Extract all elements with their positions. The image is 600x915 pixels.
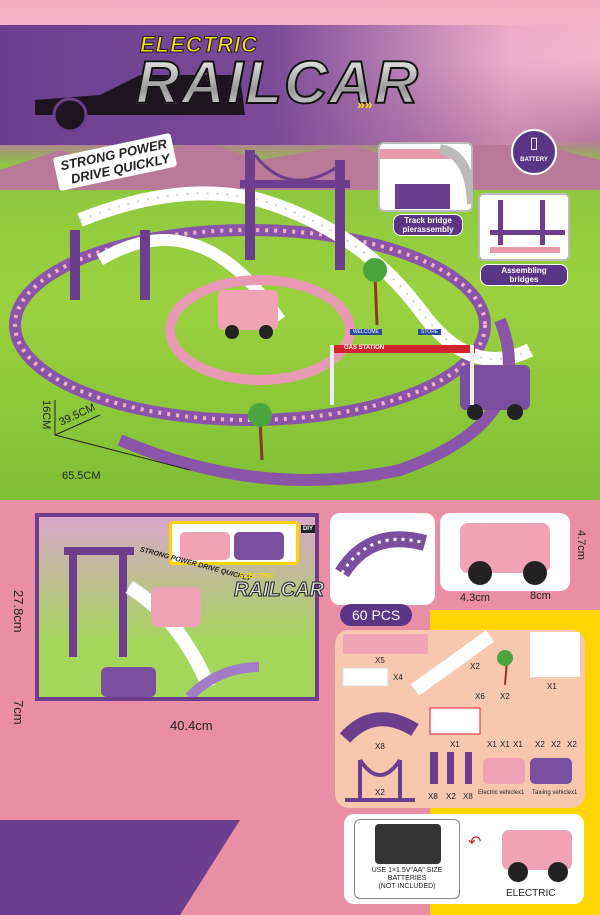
electric-car-image — [502, 830, 572, 882]
assembling-bridges-inset — [478, 193, 570, 261]
qty-lamp: X2 — [535, 740, 545, 749]
taxiing-vehicle-label: Taxiing vehiclex1 — [532, 790, 578, 796]
qty-sign-warning: X1 — [487, 740, 497, 749]
qty-sign-no: X1 — [500, 740, 510, 749]
arrow-icon: ↶ — [468, 834, 482, 851]
welcome-sign: WELCOME — [350, 329, 382, 335]
curve-track-inset — [330, 513, 435, 605]
header-band — [0, 25, 600, 145]
parts-illustrations — [339, 630, 580, 802]
car-inset — [440, 513, 570, 591]
track-bridge-label: Track bridge pierassembly — [393, 214, 463, 236]
qty-gas-station: X1 — [450, 740, 460, 749]
qty-tree: X2 — [500, 692, 510, 701]
battery-note-line3: (NOT INCLUDED) — [378, 883, 436, 890]
logo-electric: ELECTRIC — [140, 32, 258, 58]
car-underside — [375, 824, 441, 864]
battery-compartment: USE 1×1.5V"AA" SIZE BATTERIES (NOT INCLU… — [354, 819, 460, 899]
assembling-bridges-label: Assembling bridges — [480, 264, 568, 286]
battery-note-line2: BATTERIES — [387, 875, 427, 882]
qty-white-track: X4 — [393, 673, 403, 682]
qty-sign-stop: X1 — [513, 740, 523, 749]
box-logo-railcar: RAILCAR — [234, 579, 325, 602]
battery-badge: ▯ BATTERY — [511, 129, 557, 175]
scene-height: 16CM — [40, 400, 52, 430]
qty-stickers: X1 — [547, 682, 557, 691]
product-box: DIY STRONG POWER DRIVE QUICKLY ELECTRIC … — [35, 513, 325, 701]
battery-note: USE 1×1.5V"AA" SIZE BATTERIES (NOT INCLU… — [355, 867, 459, 891]
box-purple-car — [234, 532, 284, 560]
qty-curve: X8 — [375, 742, 385, 751]
electric-vehicle-label: Electric vehiclex1 — [478, 790, 525, 796]
box-height: 27.8cm — [11, 590, 26, 633]
car-height: 4.7cm — [575, 530, 587, 560]
scene-width: 65.5CM — [62, 470, 101, 482]
track-bridge-inset — [378, 142, 473, 212]
box-depth: 7cm — [11, 700, 26, 725]
box-window — [169, 521, 299, 565]
dimension-lines — [54, 400, 191, 471]
qty-sign-info: X2 — [551, 740, 561, 749]
qty-pier-b: X2 — [446, 792, 456, 801]
store-sign: STORE — [418, 329, 442, 335]
box-pink-car — [180, 532, 230, 560]
box-width: 40.4cm — [170, 718, 213, 733]
car-width: 4.3cm — [460, 592, 490, 604]
qty-ramp: X2 — [470, 662, 480, 671]
qty-connector: X6 — [475, 692, 485, 701]
track-layout — [9, 150, 534, 486]
qty-sign-round: X2 — [567, 740, 577, 749]
battery-icon: ▯ — [529, 135, 539, 152]
qty-bridge: X2 — [375, 788, 385, 797]
chevrons-icon: »» — [357, 96, 373, 112]
parts-list: X5 X4 X2 X6 X2 X1 X8 X1 X1 X1 X1 X2 X2 X… — [335, 630, 585, 808]
qty-pier-a: X8 — [428, 792, 438, 801]
box-logo-electric: ELECTRIC — [239, 573, 274, 580]
logo-railcar: RAILCAR — [135, 48, 420, 117]
battery-badge-label: BATTERY — [520, 157, 548, 163]
car-length: 8cm — [530, 590, 551, 602]
battery-info-panel: USE 1×1.5V"AA" SIZE BATTERIES (NOT INCLU… — [344, 814, 584, 904]
piece-count: 60 PCS — [340, 604, 413, 626]
qty-pier-c: X8 — [463, 792, 473, 801]
purple-car — [460, 365, 530, 420]
qty-pink-track: X5 — [375, 656, 385, 665]
electric-label: ELECTRIC — [506, 888, 556, 899]
pink-car — [218, 290, 278, 339]
gas-station-sign: GAS STATION — [341, 345, 388, 351]
diy-badge: DIY — [301, 525, 316, 533]
battery-note-line1: USE 1×1.5V"AA" SIZE — [371, 867, 443, 874]
car-silhouette-icon — [35, 75, 245, 133]
